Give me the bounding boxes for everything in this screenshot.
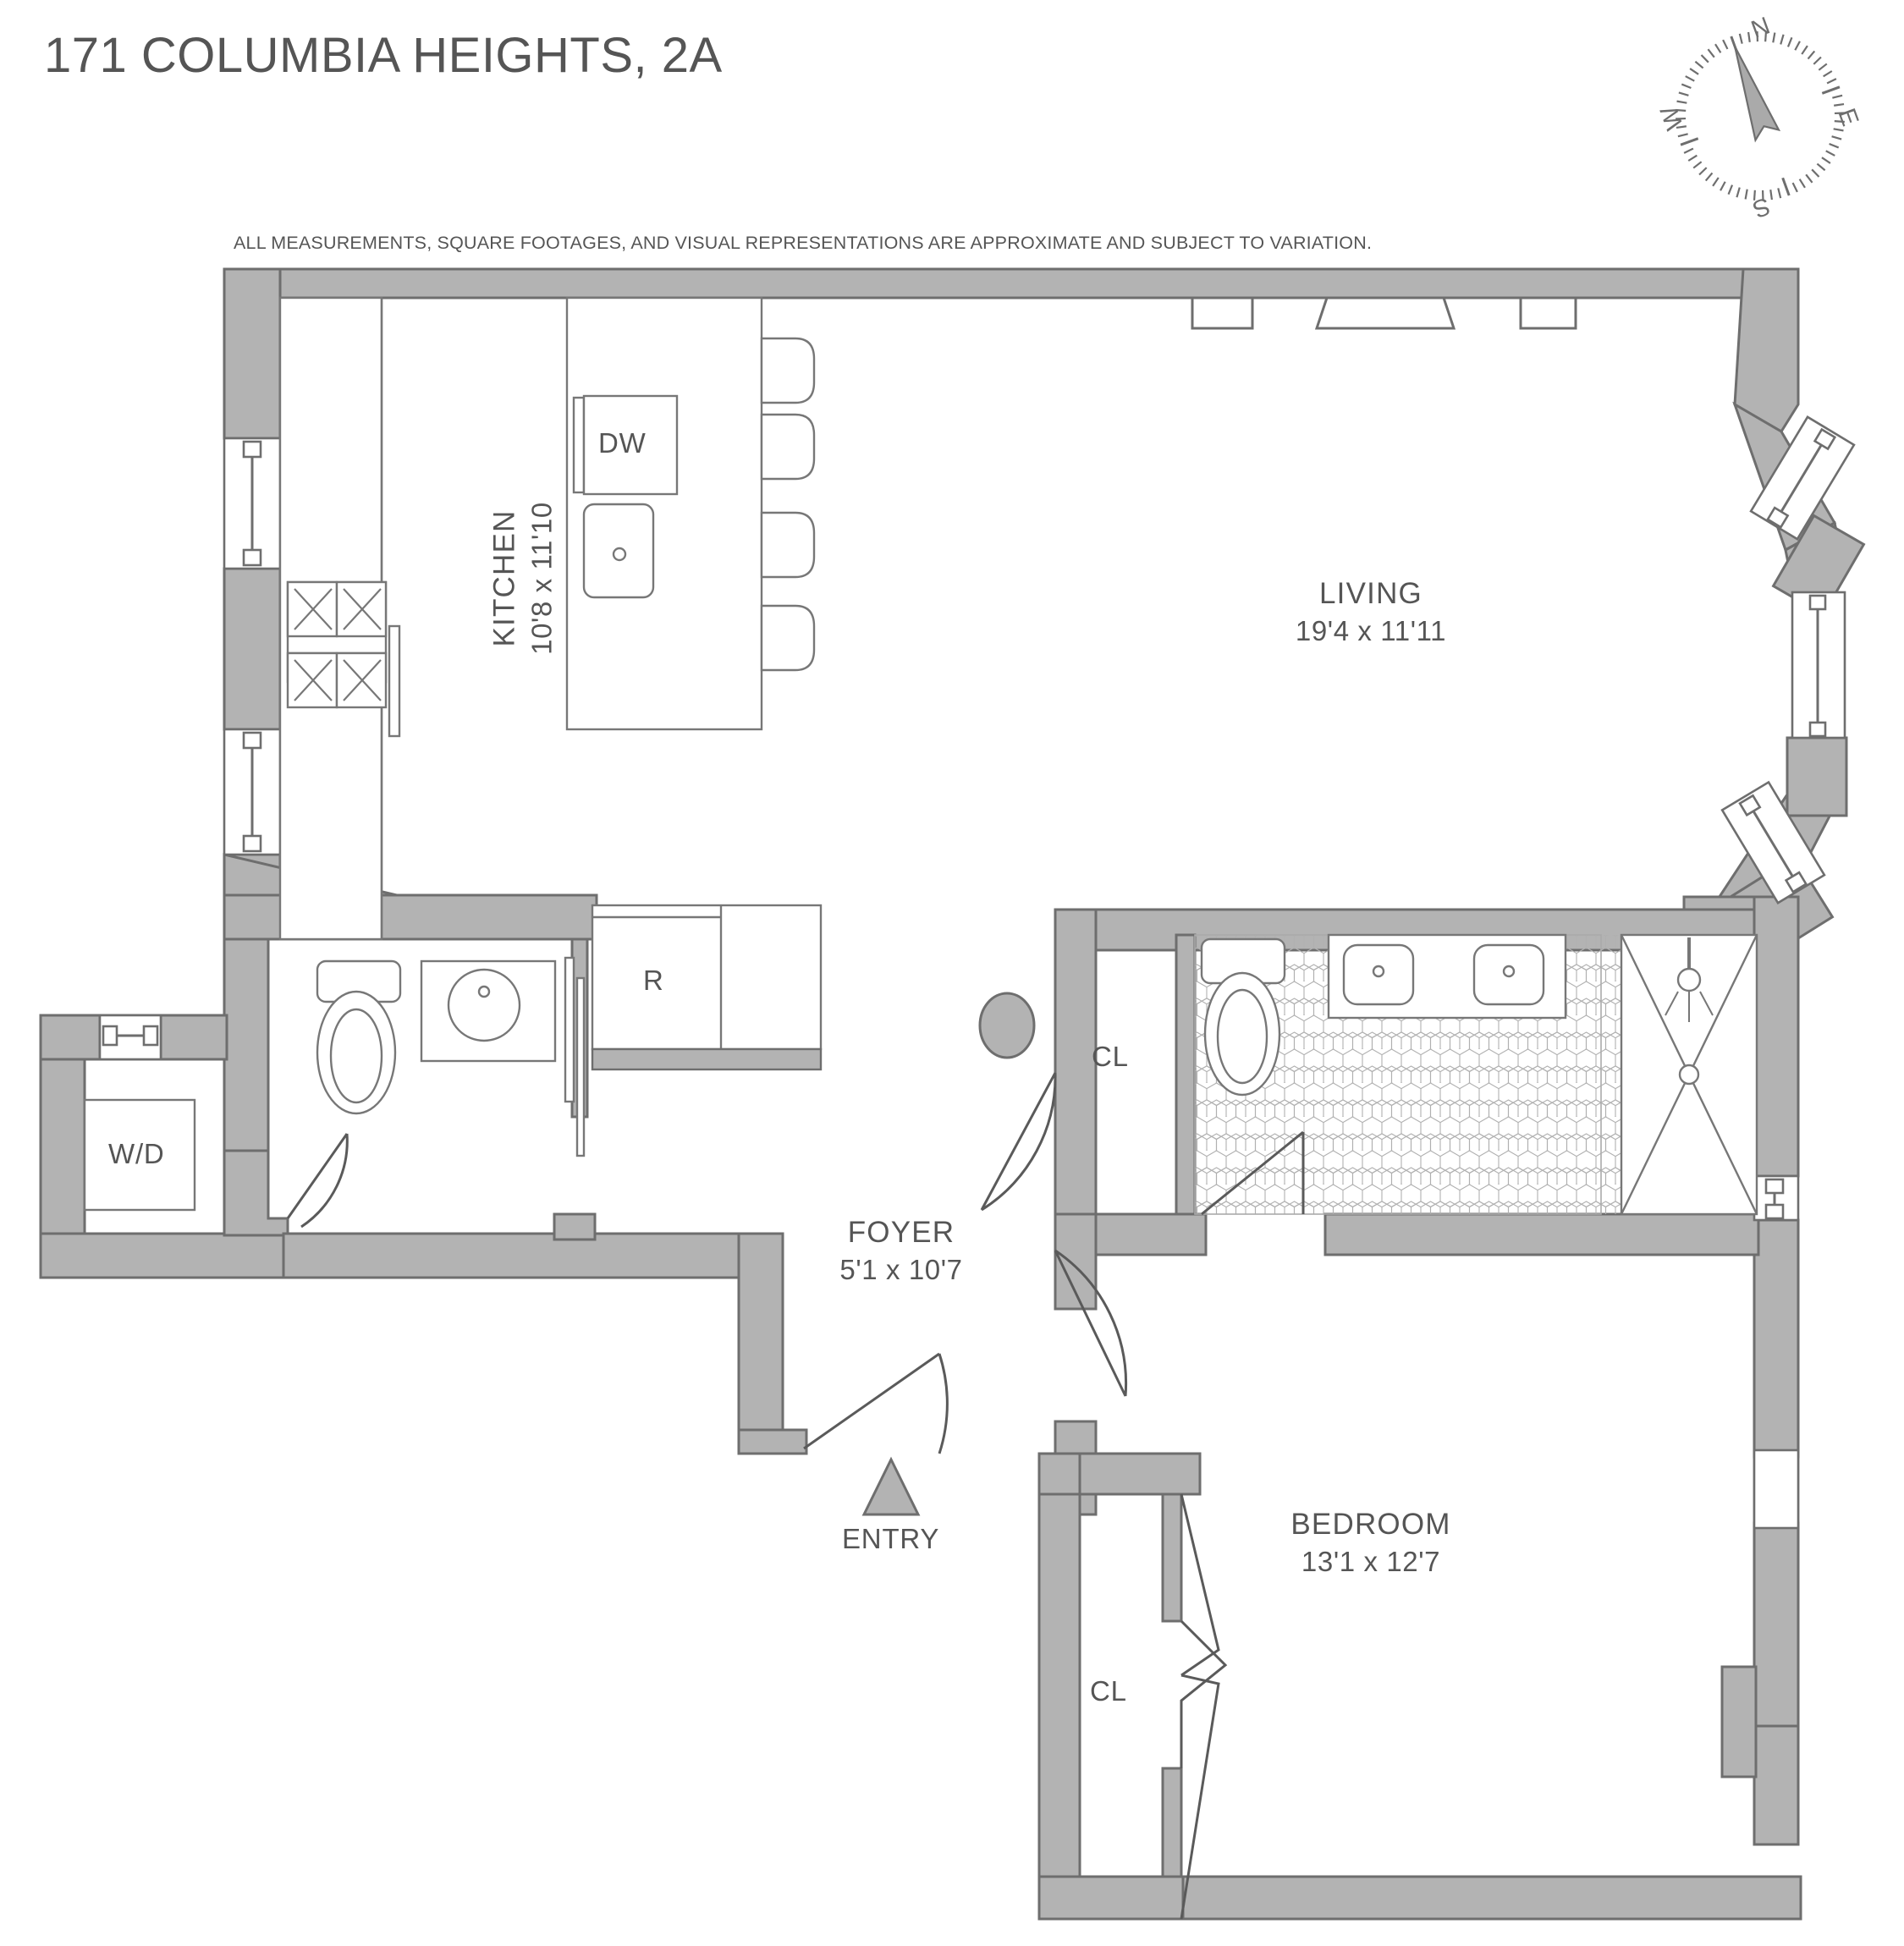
door-powder bbox=[286, 1133, 349, 1229]
dishwasher-label: DW bbox=[598, 427, 647, 459]
window-kitchen-upper bbox=[223, 437, 282, 570]
cooktop-four-burner bbox=[286, 580, 388, 709]
wall-laundry-top-left bbox=[39, 1014, 102, 1061]
window-bay-2 bbox=[1791, 591, 1846, 739]
window-group bbox=[98, 415, 1856, 1530]
bar-stool bbox=[760, 511, 816, 579]
wall-bath-bottom-right bbox=[1323, 1212, 1760, 1256]
double-vanity bbox=[1327, 933, 1567, 1020]
room-label-kitchen: KITCHEN 10'8 x 11'10 bbox=[486, 452, 559, 706]
kitchen-fixtures bbox=[278, 296, 823, 1071]
dishwasher bbox=[572, 394, 679, 496]
foyer-name: FOYER bbox=[847, 1216, 955, 1249]
bathroom-fixtures bbox=[1194, 933, 1758, 1216]
hex-tile-floor-strip bbox=[1601, 935, 1621, 1214]
door-entry bbox=[803, 1352, 949, 1454]
compass-rose: N E S W bbox=[1655, 12, 1863, 222]
kitchen-name: KITCHEN bbox=[487, 509, 521, 647]
window-kitchen-lower bbox=[223, 728, 282, 856]
wall-right-bath bbox=[1753, 895, 1800, 1178]
closet-label-bath: CL bbox=[1092, 1041, 1129, 1072]
powder-sink bbox=[420, 959, 557, 1063]
page-title: 171 COLUMBIA HEIGHTS, 2A bbox=[44, 28, 723, 83]
foyer-dimensions: 5'1 x 10'7 bbox=[839, 1253, 963, 1285]
wall-kitchen-left-upper bbox=[223, 267, 282, 440]
door-bedroom-closet-2 bbox=[1180, 1619, 1228, 1768]
entry-arrow bbox=[861, 1456, 921, 1516]
wall-group bbox=[39, 267, 1866, 1921]
door-foyer-hall bbox=[1054, 1249, 1128, 1397]
door-group bbox=[286, 1072, 1305, 1920]
washer-dryer-label: W/D bbox=[108, 1138, 165, 1169]
wall-niche-group bbox=[1191, 296, 1577, 330]
wall-foyer-left-foot bbox=[737, 1428, 808, 1455]
door-bath-closet bbox=[980, 1072, 1057, 1212]
entry-label: ENTRY bbox=[842, 1523, 940, 1554]
living-dimensions: 19'4 x 11'11 bbox=[1295, 614, 1447, 646]
kitchen-sink bbox=[582, 503, 655, 599]
refrigerator-label: R bbox=[643, 965, 664, 996]
wall-bathcl-right bbox=[1175, 933, 1197, 1216]
wall-kitchen-left-mid bbox=[223, 567, 282, 731]
window-bedroom-right-2 bbox=[1753, 1449, 1800, 1530]
wall-laundry-top-right bbox=[159, 1014, 228, 1061]
powder-door-panel2 bbox=[575, 976, 586, 1157]
wall-bedcl-left bbox=[1037, 1492, 1081, 1919]
laundry-fixtures bbox=[83, 1098, 196, 1212]
window-bath-right bbox=[1753, 1174, 1800, 1222]
bath-toilet bbox=[1200, 937, 1286, 1097]
wall-laundry-step bbox=[223, 1149, 289, 1237]
bedroom-name: BEDROOM bbox=[1290, 1508, 1451, 1541]
washer-dryer bbox=[83, 1098, 196, 1212]
bar-stool bbox=[760, 604, 816, 672]
disclaimer-text: ALL MEASUREMENTS, SQUARE FOOTAGES, AND V… bbox=[234, 233, 1373, 253]
shower-head-icon bbox=[1665, 937, 1714, 1022]
room-label-bedroom: BEDROOM 13'1 x 12'7 bbox=[1202, 1506, 1540, 1580]
wall-foyer-upper bbox=[282, 1232, 784, 1279]
window-laundry bbox=[98, 1014, 162, 1061]
wall-right-bed1 bbox=[1753, 1521, 1800, 1728]
wall-foyer-notch bbox=[553, 1212, 597, 1241]
window-bay-1 bbox=[1749, 415, 1856, 541]
powder-room-fixtures bbox=[316, 956, 586, 1157]
powder-toilet bbox=[316, 959, 402, 1115]
kitchen-dimensions: 10'8 x 11'10 bbox=[526, 502, 558, 655]
wall-right-bed2 bbox=[1753, 1724, 1800, 1846]
living-name: LIVING bbox=[1319, 577, 1422, 610]
door-bathroom bbox=[1201, 1130, 1305, 1216]
room-label-living: LIVING 19'4 x 11'11 bbox=[1202, 575, 1540, 649]
bar-stool bbox=[760, 413, 816, 481]
bedroom-dimensions: 13'1 x 12'7 bbox=[1301, 1545, 1441, 1577]
wall-bedcl-right bbox=[1161, 1492, 1183, 1623]
bar-stool bbox=[760, 337, 816, 404]
wall-bay-block-b bbox=[1786, 736, 1848, 817]
closet-label-bedroom: CL bbox=[1090, 1675, 1127, 1707]
wall-bathcl-left bbox=[1054, 908, 1098, 1216]
door-bedroom-closet bbox=[1180, 1493, 1220, 1920]
wall-right-upper bbox=[1733, 267, 1800, 434]
wall-niche-right bbox=[1519, 296, 1577, 330]
oven-front bbox=[388, 624, 401, 738]
refrigerator-base bbox=[591, 1047, 823, 1071]
room-label-foyer: FOYER 5'1 x 10'7 bbox=[753, 1214, 1049, 1288]
structural-column bbox=[978, 992, 1036, 1059]
wall-right-bed-jog bbox=[1720, 1665, 1758, 1778]
wall-bedcl-bottom bbox=[1037, 1875, 1185, 1921]
wall-right-bath2 bbox=[1753, 1218, 1800, 1459]
wall-niche-center bbox=[1314, 296, 1456, 330]
refrigerator bbox=[591, 904, 823, 1051]
powder-door-panel bbox=[564, 956, 575, 1103]
shower bbox=[1620, 933, 1758, 1216]
window-bay-3 bbox=[1720, 780, 1826, 904]
wall-niche-left bbox=[1191, 296, 1254, 330]
